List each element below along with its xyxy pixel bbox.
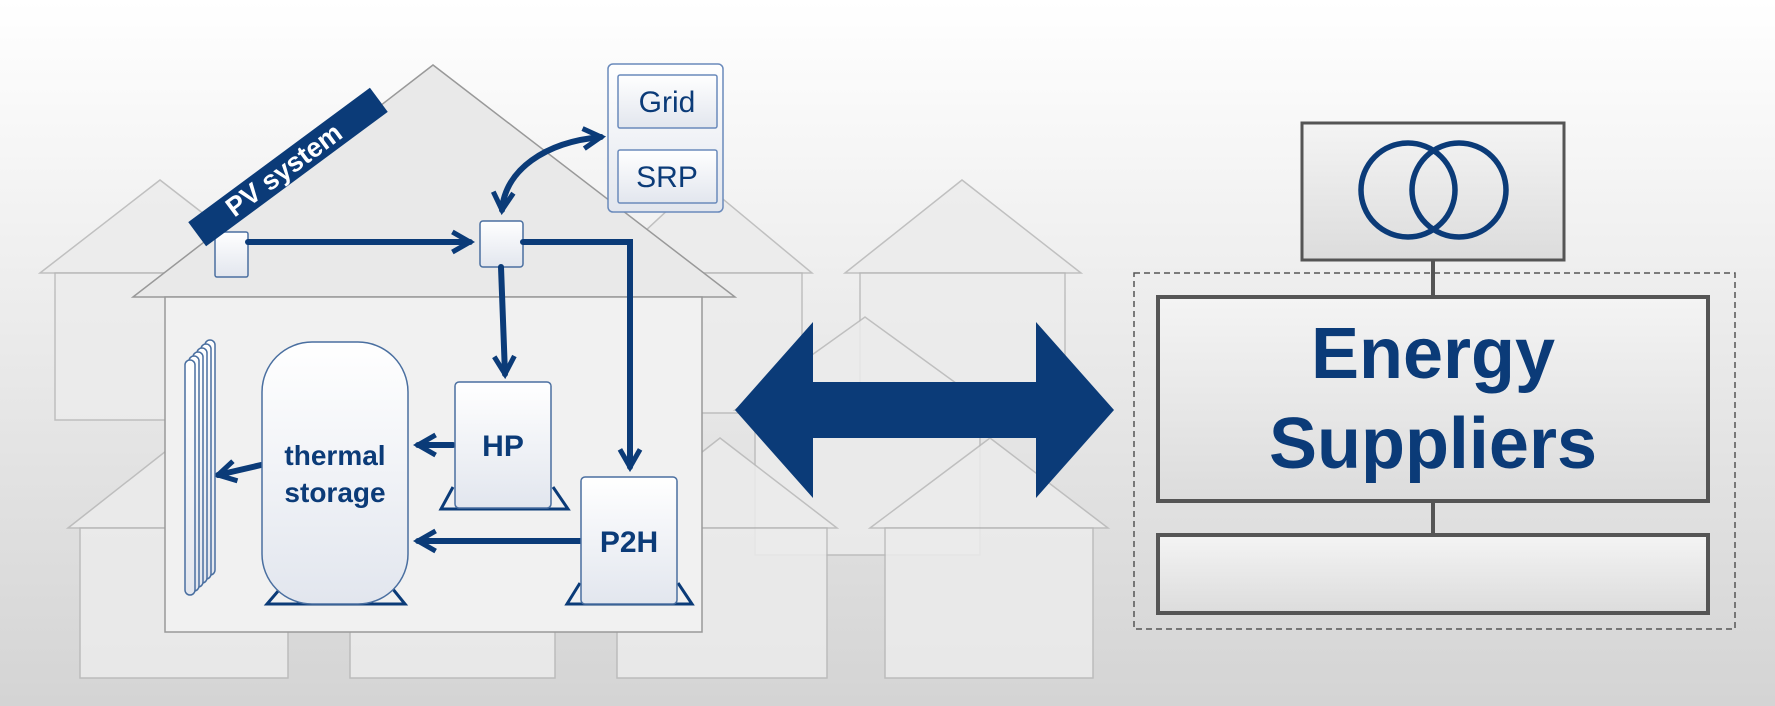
- double-arrow-icon: [735, 322, 1114, 498]
- srp-box: [617, 149, 718, 204]
- energy-suppliers-label-1: Energy: [1311, 314, 1555, 394]
- hp-label: HP: [482, 430, 524, 463]
- thermal-storage-tank: [261, 341, 409, 605]
- energy-suppliers-label-2: Suppliers: [1269, 404, 1597, 484]
- energy-suppliers-group: Energy Suppliers: [1133, 121, 1736, 630]
- junction-box: [479, 220, 524, 268]
- heat-pump: HP: [438, 381, 571, 511]
- srp-label: SRP: [636, 161, 698, 194]
- thermal-storage: thermal storage: [261, 341, 409, 606]
- thermal-storage-label-1: thermal: [284, 440, 385, 471]
- energy-suppliers-box: [1156, 295, 1710, 503]
- radiator-icon: [184, 339, 216, 596]
- p2h-box: [580, 476, 678, 605]
- power-to-heat: P2H: [564, 476, 695, 606]
- arrow-junction-to-hp: [492, 264, 517, 380]
- pv-mount: [214, 231, 249, 278]
- hp-stand: [438, 486, 571, 511]
- pv-panel: [188, 87, 388, 247]
- flow-arrows: [213, 126, 643, 554]
- transformer-box: [1300, 121, 1566, 262]
- arrow-junction-grid: [491, 126, 607, 216]
- thermal-storage-label-2: storage: [284, 477, 385, 508]
- hp-box: [454, 381, 552, 509]
- grid-box: [617, 74, 718, 129]
- grid-label: Grid: [639, 86, 696, 119]
- arrow-storage-to-radiator: [213, 459, 264, 484]
- transformer-icon: [1358, 140, 1509, 240]
- arrow-junction-to-p2h: [520, 239, 643, 473]
- grid-srp-group: Grid SRP: [607, 63, 724, 213]
- empty-bottom-box: [1156, 533, 1710, 615]
- p2h-label: P2H: [600, 526, 658, 559]
